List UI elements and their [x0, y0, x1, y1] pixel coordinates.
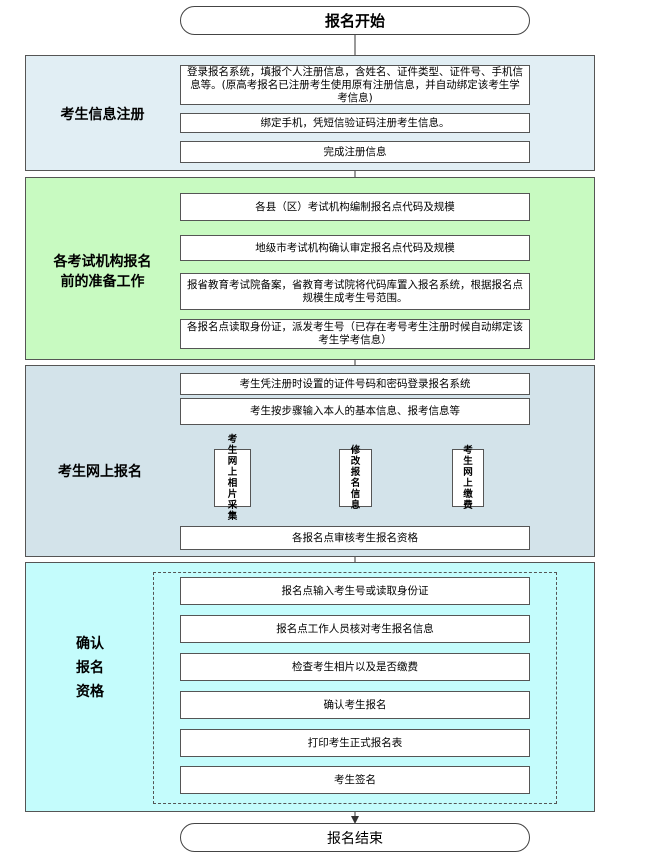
confirm-step-verify-info: 报名点工作人员核对考生报名信息 [180, 615, 530, 643]
prepare-step-city-confirm: 地级市考试机构确认审定报名点代码及规模 [180, 235, 530, 261]
section-prepare-label: 各考试机构报名 前的准备工作 [53, 254, 152, 290]
register-step-fill-info: 登录报名系统，填报个人注册信息，含姓名、证件类型、证件号、手机信息等。(原高考报… [180, 65, 530, 105]
online-branch-modify: 修改报名信息 [339, 445, 372, 511]
prepare-step-county-code: 各县（区）考试机构编制报名点代码及规模 [180, 193, 530, 221]
start-label: 报名开始 [324, 12, 385, 30]
section-confirm-label: 确认 报名 资格 [76, 636, 104, 700]
confirm-step-print-form: 打印考生正式报名表 [180, 729, 530, 757]
prepare-step-assign-number: 各报名点读取身份证，派发考生号（已存在考号考生注册时候自动绑定该考生学考信息） [180, 319, 530, 349]
online-step-input-info: 考生按步骤输入本人的基本信息、报考信息等 [180, 398, 530, 425]
online-branch-photo: 考生网上相片采集 [214, 434, 251, 522]
section-register-label: 考生信息注册 [60, 107, 145, 123]
end-terminal: 报名结束 [180, 823, 530, 852]
confirm-step-input-number: 报名点输入考生号或读取身份证 [180, 577, 530, 605]
register-step-complete: 完成注册信息 [180, 141, 530, 163]
end-label: 报名结束 [327, 830, 383, 847]
online-branch-payment: 考生网上缴费 [452, 445, 484, 511]
confirm-step-check-photo: 检查考生相片以及是否缴费 [180, 653, 530, 681]
register-step-bind-phone: 绑定手机，凭短信验证码注册考生信息。 [180, 113, 530, 133]
section-online-label: 考生网上报名 [58, 464, 142, 480]
confirm-step-confirm-registration: 确认考生报名 [180, 691, 530, 719]
start-terminal: 报名开始 [180, 6, 530, 35]
confirm-step-sign: 考生签名 [180, 766, 530, 794]
online-step-login: 考生凭注册时设置的证件号码和密码登录报名系统 [180, 373, 530, 395]
prepare-step-province-record: 报省教育考试院备案，省教育考试院将代码库置入报名系统，根据报名点规模生成考生号范… [180, 273, 530, 310]
online-step-review: 各报名点审核考生报名资格 [180, 526, 530, 550]
section-online [25, 365, 595, 557]
confirm-dashed-group [153, 572, 557, 804]
